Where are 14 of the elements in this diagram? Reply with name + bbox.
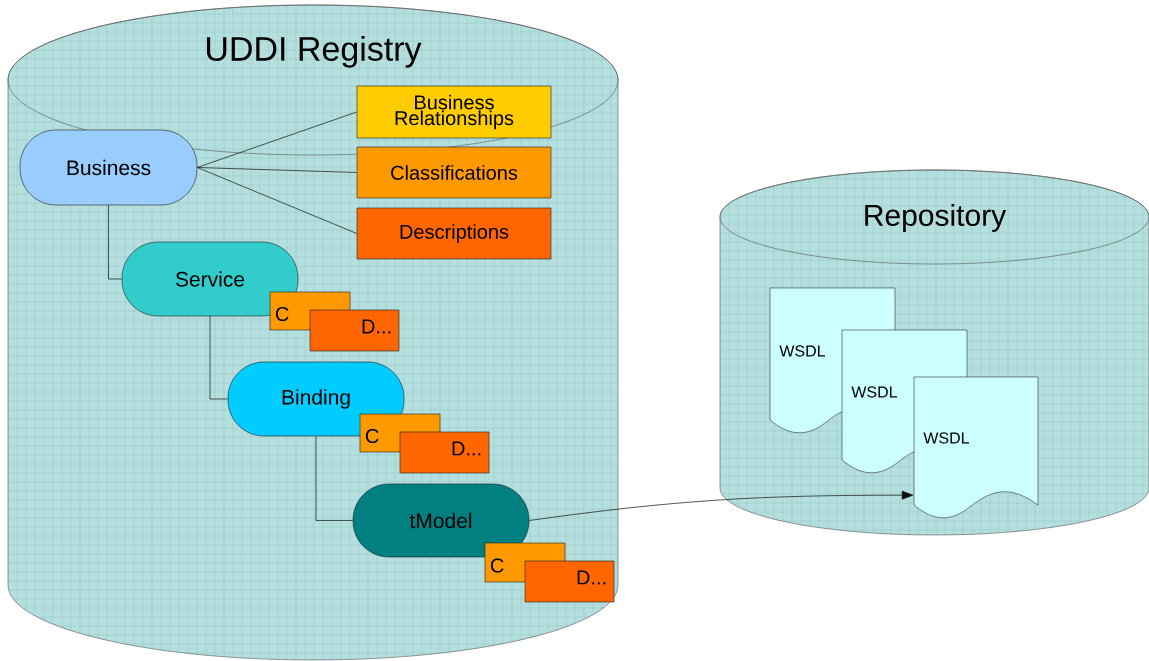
connector [196, 167, 358, 234]
connector [528, 490, 914, 521]
connector [196, 111, 358, 168]
category-box: D... [524, 560, 615, 603]
rounded-box: Business [19, 129, 198, 206]
category-box: D... [399, 431, 490, 474]
connector [315, 435, 354, 521]
category-box: D... [309, 309, 400, 352]
category-box: Business Relationships [356, 85, 552, 139]
connector [209, 315, 229, 400]
category-box: Classifications [356, 146, 552, 199]
category-box: Descriptions [356, 207, 552, 260]
connector [196, 167, 358, 173]
connector [108, 204, 123, 280]
